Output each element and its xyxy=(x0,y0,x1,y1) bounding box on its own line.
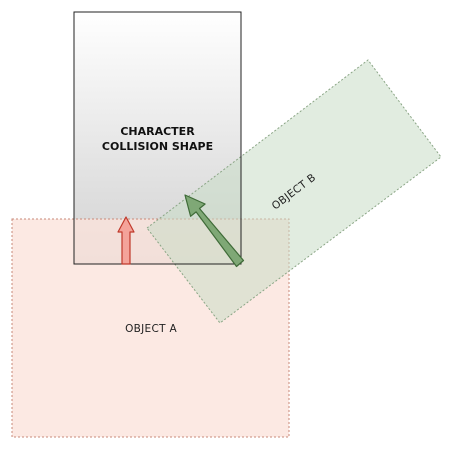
object-b-shape xyxy=(146,59,442,324)
green-push-arrow xyxy=(184,194,245,268)
red-push-arrow xyxy=(117,216,135,265)
object-a-label: OBJECT A xyxy=(125,323,177,335)
character-label-line1: CHARACTER xyxy=(120,125,195,138)
character-label-line2: COLLISION SHAPE xyxy=(102,140,213,153)
character-outline xyxy=(73,11,242,265)
